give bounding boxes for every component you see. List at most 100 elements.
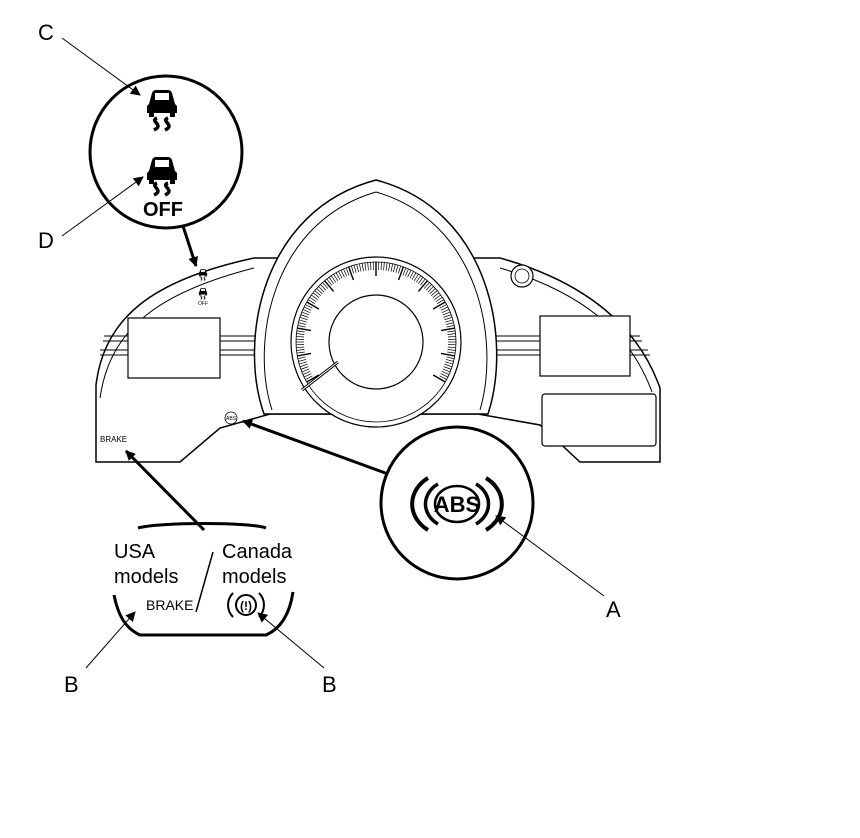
dial-tick <box>409 271 414 279</box>
dial-tick <box>302 309 311 314</box>
dial-tick <box>390 263 393 272</box>
dial-tick <box>445 359 454 362</box>
vsa-zoom-circle: OFF <box>88 74 244 230</box>
callout-d: D <box>38 228 54 253</box>
dial-tick <box>442 368 451 373</box>
dial-tick <box>411 272 417 280</box>
dial-tick <box>430 290 438 296</box>
dial-tick <box>364 262 367 271</box>
vsa-zoom-arrow <box>181 225 198 267</box>
dial-tick <box>440 327 455 332</box>
dial-tick <box>397 265 402 274</box>
left-display <box>127 317 221 379</box>
dial-tick <box>445 319 453 323</box>
dial-tick <box>330 275 337 283</box>
abs-indicator-label: ABS <box>434 492 480 517</box>
dial-tick <box>296 349 305 351</box>
dial-tick <box>393 264 396 273</box>
dial-tick <box>340 269 345 278</box>
dial-tick <box>301 311 310 316</box>
dial-tick <box>443 314 452 318</box>
speedometer <box>253 179 498 428</box>
dial-tick <box>397 266 405 281</box>
brake-models-inset: USA models Canada models BRAKE (!) <box>112 522 295 637</box>
dial-tick <box>303 373 312 378</box>
dial-tick <box>309 296 317 303</box>
dial-tick <box>343 268 348 277</box>
dial-tick <box>447 351 456 354</box>
leader-c <box>61 37 141 96</box>
usa-brake-indicator: BRAKE <box>146 597 193 613</box>
dial-tick <box>429 288 436 295</box>
dial-tick <box>447 333 456 335</box>
dial-tick <box>299 363 308 368</box>
dial-tick <box>359 263 362 272</box>
dial-tick <box>415 275 422 283</box>
abs-zoom-circle: ABS <box>379 425 535 581</box>
dial-tick <box>404 268 409 277</box>
dial-tick <box>297 352 312 357</box>
models-divider <box>195 551 214 613</box>
brake-zoom-arrow <box>124 449 206 532</box>
dial-tick <box>322 282 329 289</box>
callout-b-right: B <box>322 672 337 697</box>
dial-tick <box>305 375 313 380</box>
dial-tick <box>350 265 355 274</box>
dial-tick <box>441 309 450 314</box>
dial-tick <box>296 346 305 348</box>
leader-a <box>495 515 605 597</box>
dial-tick <box>338 271 343 279</box>
dial-tick <box>385 262 388 271</box>
dial-tick <box>447 330 456 333</box>
leader-b-right <box>257 612 325 669</box>
callout-c: C <box>38 20 54 45</box>
dial-tick <box>296 333 305 335</box>
dial-tick <box>306 301 320 310</box>
dial-tick <box>298 359 307 362</box>
cluster-abs-telltale: ABS <box>224 411 238 425</box>
dial-tick <box>380 262 382 271</box>
right-display <box>539 315 631 377</box>
dial-tick <box>320 284 327 291</box>
dial-tick <box>300 366 309 370</box>
dial-tick <box>305 304 313 309</box>
dial-tick <box>307 299 316 305</box>
dial-tick <box>298 322 307 325</box>
dial-tick <box>447 346 456 348</box>
instrument-cluster: OFF ABS BRAKE <box>95 179 661 463</box>
dial-tick <box>444 363 453 368</box>
dial-tick <box>395 265 399 273</box>
dial-ticks <box>296 262 456 383</box>
canada-models-line2: models <box>222 566 286 588</box>
cluster-vsa-off-small-label: OFF <box>198 301 208 307</box>
callout-b-left: B <box>64 672 79 697</box>
dial-tick <box>435 296 443 303</box>
dial-tick <box>427 286 434 293</box>
dial-tick <box>383 262 385 271</box>
leader-lines <box>61 37 605 669</box>
dial-tick <box>335 272 341 280</box>
dial-tick <box>326 278 332 286</box>
dial-tick <box>445 361 453 365</box>
usa-models-line1: USA <box>114 541 156 563</box>
dial-tick <box>432 292 440 298</box>
dial-tick <box>296 351 305 354</box>
dial-tick <box>299 319 307 323</box>
trip-knob <box>510 264 534 288</box>
callout-a: A <box>606 597 621 622</box>
dial-tick <box>367 262 369 271</box>
cluster-brake-label: BRAKE <box>100 435 127 444</box>
dial-tick <box>423 282 430 289</box>
dial-tick <box>296 330 305 333</box>
dial-tick <box>306 374 320 383</box>
dial-tick <box>436 299 445 305</box>
dial-tick <box>434 294 441 300</box>
dial-tick <box>442 311 451 316</box>
dial-tick <box>443 366 452 370</box>
canada-brake-symbol: (!) <box>240 599 252 613</box>
dial-tick <box>432 301 446 310</box>
dial-tick <box>440 373 449 378</box>
dial-tick <box>301 368 310 373</box>
dial-tick <box>297 356 306 359</box>
